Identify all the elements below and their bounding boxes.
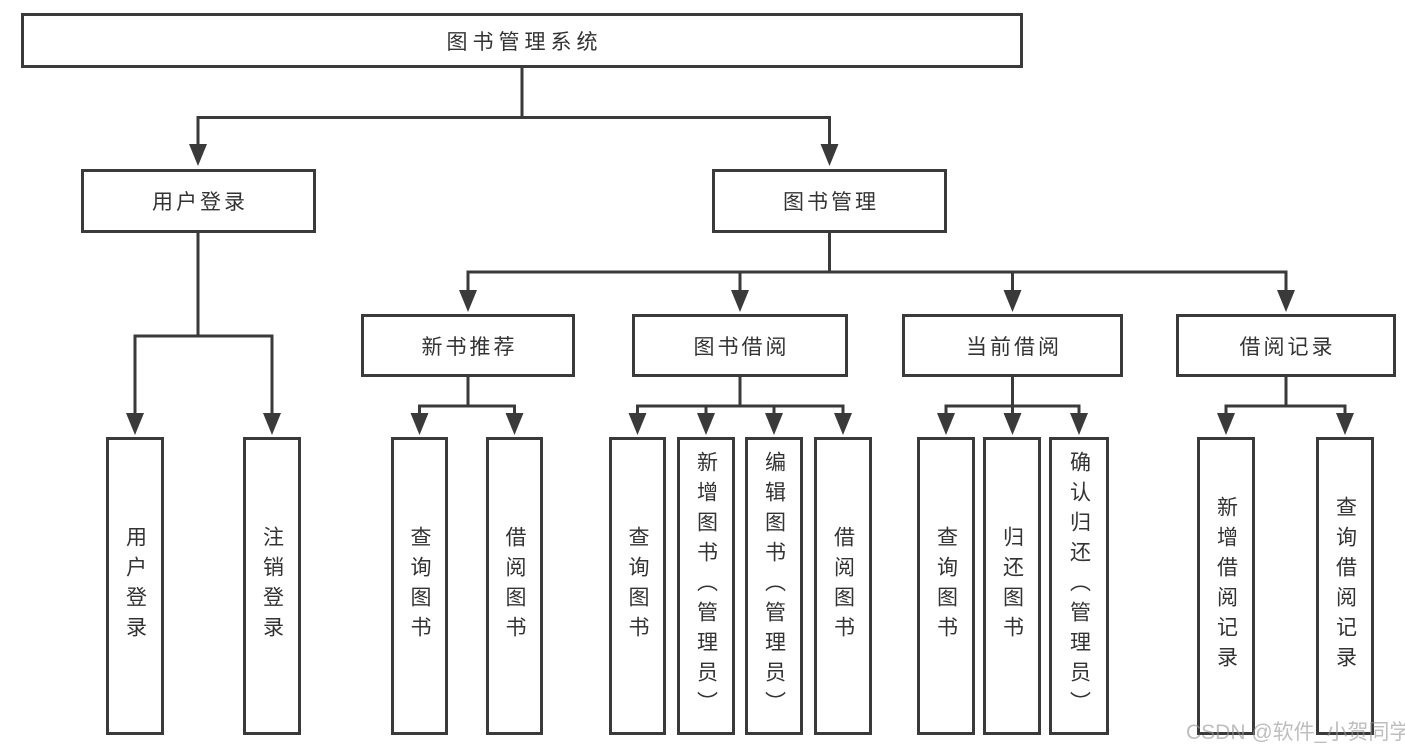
arrowhead [126,413,144,435]
csdn-watermark: CSDN @软件_小贺同学 [1186,721,1405,744]
arrowhead [765,413,783,435]
leaf-current-query-books: 查询图书 [917,437,975,735]
leaf-current-return-books: 归还图书 [983,437,1041,735]
node-book-management: 图书管理 [712,169,947,233]
leaf-newbooks-query-books: 查询图书 [391,437,448,735]
connector-current-to-leaves [937,375,1088,435]
leaf-borrow-query-books: 查询图书 [609,437,666,735]
arrowhead [459,290,477,312]
arrowhead [834,413,852,435]
leaf-label: 借阅图书 [503,526,526,646]
arrowhead [697,413,715,435]
leaf-records-add-record: 新增借阅记录 [1197,437,1255,735]
arrowhead [1003,413,1022,435]
arrowhead [505,413,524,435]
node-book-borrow: 图书借阅 [632,314,848,377]
leaf-label: 编辑图书（管理员） [762,451,786,721]
arrowhead [263,413,281,435]
connector-login-to-leaves [126,231,281,435]
arrowhead [731,290,749,312]
arrowhead [1070,413,1088,435]
connector-mgmt-to-modules [459,231,1295,312]
arrowhead [937,413,955,435]
leaf-label: 查询图书 [626,526,649,646]
connector-records-to-leaves [1217,375,1354,435]
node-root-system: 图书管理系统 [21,13,1023,68]
leaf-newbooks-borrow-books: 借阅图书 [486,437,543,735]
connector-borrow-to-leaves [628,375,852,435]
leaf-label: 确认归还（管理员） [1067,451,1091,721]
arrowhead [820,144,839,166]
leaf-borrow-add-books-admin: 新增图书（管理员） [677,437,735,735]
leaf-label: 查询图书 [934,526,958,646]
arrowhead [628,413,647,435]
connector-newbooks-to-leaves [410,375,524,435]
leaf-label: 注销登录 [260,526,284,646]
arrowhead [189,144,207,166]
node-current-borrow: 当前借阅 [902,314,1123,377]
leaf-label: 借阅图书 [831,526,855,646]
node-new-book-recommend: 新书推荐 [361,314,575,377]
leaf-logout: 注销登录 [243,437,301,735]
leaf-user-login: 用户登录 [106,437,164,735]
connector-root-to-level2 [189,66,839,166]
arrowhead [1217,413,1235,435]
leaf-label: 查询借阅记录 [1333,496,1357,676]
arrowhead [1277,290,1295,312]
leaf-borrow-borrow-books: 借阅图书 [814,437,872,735]
leaf-label: 用户登录 [123,526,147,646]
arrowhead [1336,413,1354,435]
leaf-label: 新增借阅记录 [1214,496,1238,676]
leaf-label: 查询图书 [408,526,431,646]
leaf-label: 新增图书（管理员） [694,451,718,721]
leaf-label: 归还图书 [1000,526,1024,646]
node-user-login: 用户登录 [81,169,316,233]
leaf-current-confirm-return-admin: 确认归还（管理员） [1049,437,1109,735]
leaf-records-query-record: 查询借阅记录 [1316,437,1374,735]
node-borrow-records: 借阅记录 [1176,314,1396,377]
leaf-borrow-edit-books-admin: 编辑图书（管理员） [745,437,803,735]
arrowhead [410,413,429,435]
arrowhead [1003,290,1022,312]
